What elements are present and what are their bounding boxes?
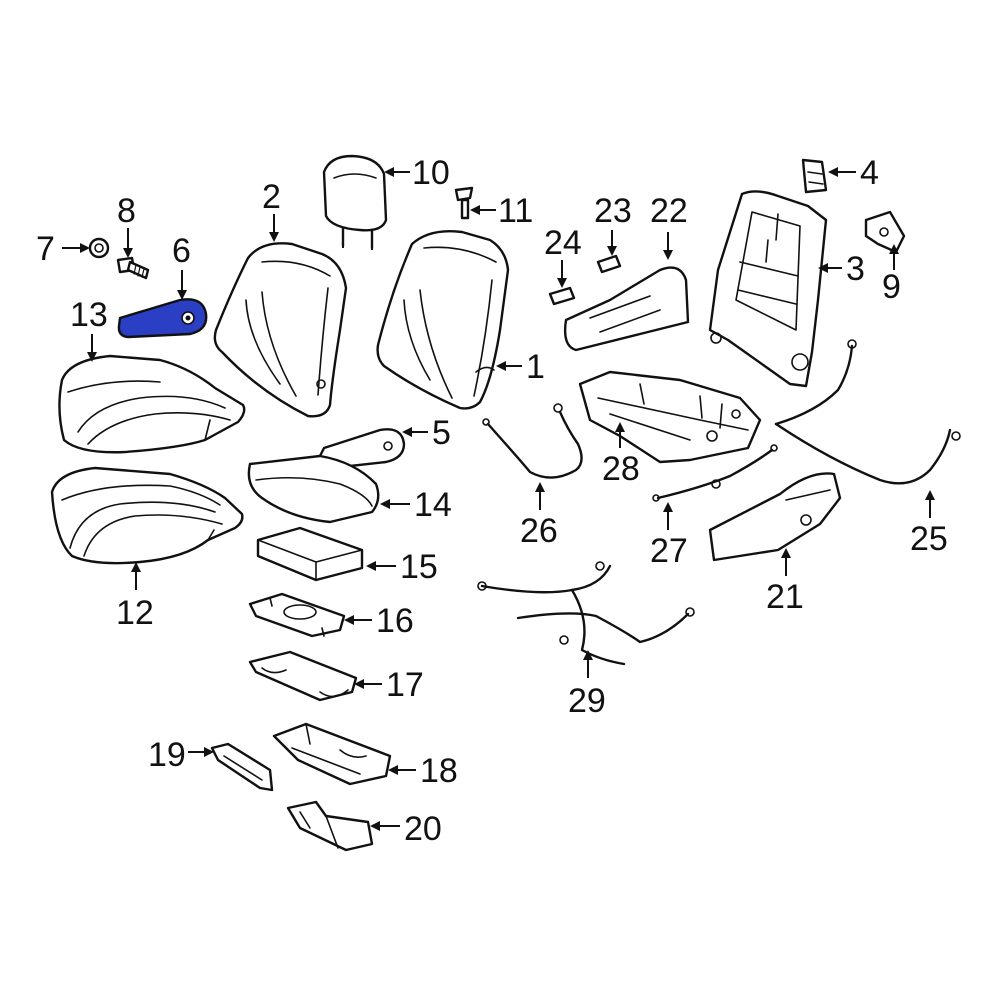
callout-label-20: 20: [404, 810, 442, 848]
callout-label-2: 2: [262, 178, 281, 216]
callout-label-5: 5: [432, 414, 451, 452]
part-7-nut: [88, 237, 110, 259]
callout-label-17: 17: [386, 666, 424, 704]
part-18-plate: [272, 722, 392, 786]
callout-26: 26: [520, 482, 558, 550]
callout-label-22: 22: [650, 192, 688, 230]
callout-29: 29: [568, 650, 606, 720]
callout-label-8: 8: [117, 192, 136, 230]
callout-18: 18: [388, 752, 458, 790]
callout-label-24: 24: [544, 224, 582, 262]
part-17-bracket: [248, 650, 358, 702]
callout-8: 8: [117, 192, 136, 258]
callout-label-13: 13: [70, 296, 108, 334]
callout-6: 6: [172, 232, 191, 300]
callout-20: 20: [370, 810, 442, 848]
part-15-board: [256, 526, 364, 582]
part-1-seatback-pad: [376, 230, 510, 410]
callout-label-18: 18: [420, 752, 458, 790]
callout-label-15: 15: [400, 548, 438, 586]
part-12-seat-cushion-cover: [50, 466, 244, 565]
part-28-seat-track: [578, 370, 762, 464]
callout-23: 23: [594, 192, 632, 256]
callout-label-7: 7: [36, 230, 55, 268]
part-6-armrest: [117, 298, 208, 339]
callout-label-19: 19: [148, 736, 186, 774]
callout-label-16: 16: [376, 602, 414, 640]
callout-5: 5: [402, 414, 451, 452]
callout-27: 27: [650, 502, 688, 570]
callout-2: 2: [262, 178, 281, 242]
part-4-clip: [801, 158, 828, 194]
callout-label-26: 26: [520, 512, 558, 550]
part-13-seat-cushion-pad: [58, 354, 246, 454]
callout-13: 13: [70, 296, 108, 362]
callout-19: 19: [148, 736, 214, 774]
callout-10: 10: [384, 154, 450, 192]
part-19-bracket: [210, 742, 274, 792]
part-9-cover: [864, 210, 906, 254]
part-21-cover: [708, 472, 842, 562]
callout-7: 7: [36, 230, 90, 268]
callout-3: 3: [818, 250, 865, 288]
callout-12: 12: [116, 562, 154, 632]
part-3-seatback-frame: [708, 190, 828, 388]
callout-label-9: 9: [882, 268, 901, 306]
callout-15: 15: [366, 548, 438, 586]
callout-label-21: 21: [766, 578, 804, 616]
callout-28: 28: [602, 422, 640, 488]
callout-label-1: 1: [526, 348, 545, 386]
callout-label-27: 27: [650, 532, 688, 570]
callout-24: 24: [544, 224, 582, 288]
part-22-side-shield: [563, 266, 690, 352]
callout-4: 4: [828, 154, 879, 192]
part-8-bolt: [116, 256, 150, 280]
callout-label-28: 28: [602, 450, 640, 488]
part-20-cover: [286, 800, 374, 852]
callout-label-6: 6: [172, 232, 191, 270]
callout-label-3: 3: [846, 250, 865, 288]
part-24-knob: [548, 286, 576, 306]
callout-14: 14: [380, 486, 452, 524]
part-11-clip: [454, 186, 474, 220]
part-29-wire-harness: [477, 561, 695, 666]
callout-16: 16: [344, 602, 414, 640]
part-23-knob: [596, 254, 622, 274]
part-10-headrest: [322, 154, 388, 250]
callout-1: 1: [496, 348, 545, 386]
callout-17: 17: [354, 666, 424, 704]
callout-label-12: 12: [116, 594, 154, 632]
callout-label-14: 14: [414, 486, 452, 524]
callout-9: 9: [882, 244, 901, 306]
callout-11: 11: [470, 192, 533, 230]
part-2-seatback-cover: [213, 242, 348, 418]
part-16-bracket: [248, 592, 346, 638]
part-27-cable: [652, 444, 778, 502]
callout-21: 21: [766, 548, 804, 616]
callout-label-11: 11: [498, 192, 533, 230]
part-26-cable: [482, 403, 583, 479]
part-25-cable: [774, 339, 961, 485]
callout-label-23: 23: [594, 192, 632, 230]
callout-25: 25: [910, 490, 948, 558]
callout-label-10: 10: [412, 154, 450, 192]
callout-label-4: 4: [860, 154, 879, 192]
callout-label-25: 25: [910, 520, 948, 558]
callout-label-29: 29: [568, 682, 606, 720]
callout-22: 22: [650, 192, 688, 260]
part-14-cushion-pad: [247, 454, 380, 524]
